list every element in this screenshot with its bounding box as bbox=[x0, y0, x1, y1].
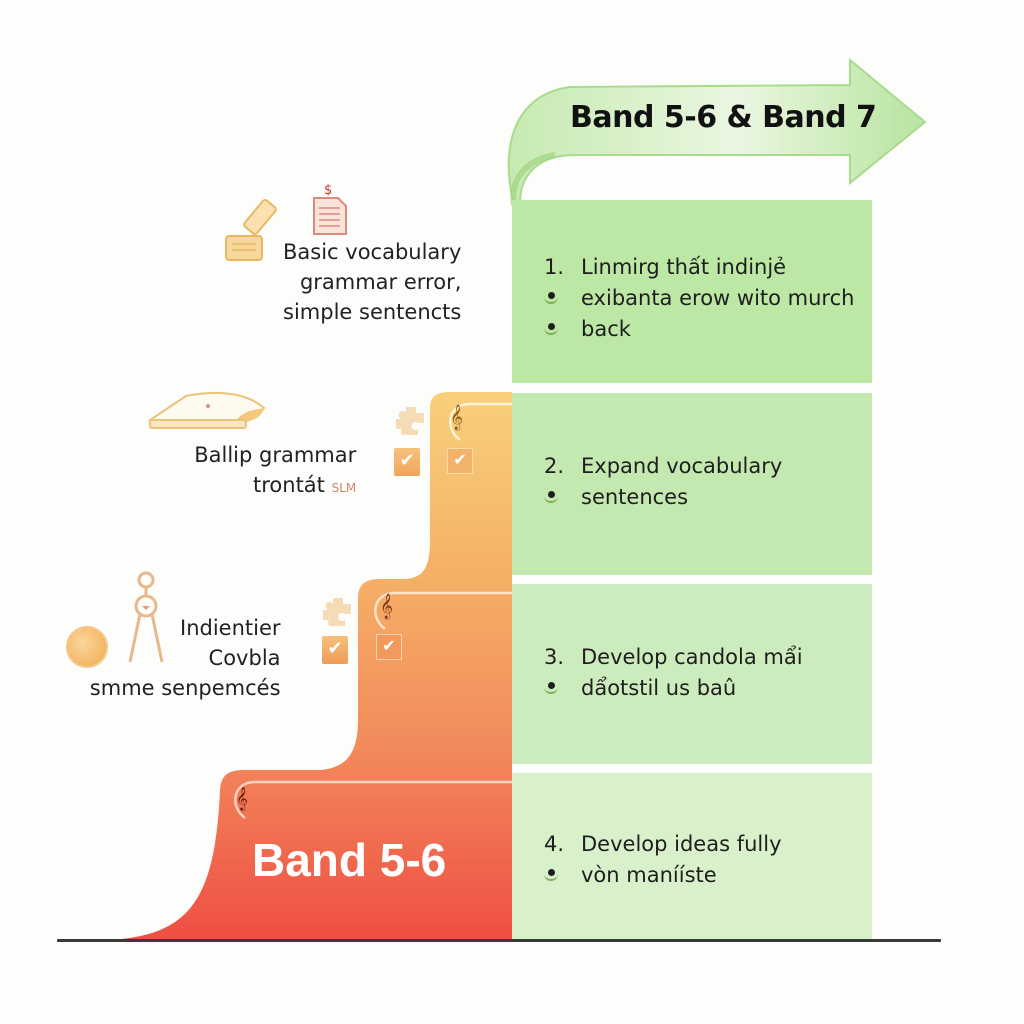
bullet-icon bbox=[544, 866, 581, 886]
svg-text:$: $ bbox=[324, 183, 332, 198]
left-label-2-tag: SLM bbox=[331, 481, 357, 495]
checkbox-icon: ✔ bbox=[376, 634, 402, 660]
header-arrow bbox=[507, 57, 927, 207]
step-number: 2. bbox=[544, 454, 565, 478]
left-label-2: Ballip grammar trontát SLM bbox=[185, 440, 356, 503]
bullet-icon bbox=[544, 488, 581, 508]
left-label-2-line: Ballip grammar bbox=[194, 443, 357, 467]
step-title: Expand vocabulary bbox=[581, 454, 783, 478]
bullet-icon bbox=[544, 289, 581, 309]
base-band-label: Band 5-6 bbox=[252, 834, 447, 886]
step-title: Develop candola mẩi bbox=[581, 645, 803, 669]
document-icon: $ bbox=[310, 182, 350, 238]
left-label-1: Basic vocabulary grammar error, simple s… bbox=[268, 237, 461, 327]
step-number: 4. bbox=[544, 832, 565, 856]
step-bullet: sentences bbox=[581, 485, 689, 509]
left-label-1-line: Basic vocabulary bbox=[283, 240, 462, 264]
pen-on-book-icon bbox=[222, 196, 282, 266]
step-bullet: back bbox=[581, 317, 631, 341]
left-label-2-line: trontát bbox=[253, 473, 325, 497]
left-label-3-line: smme senpemcés bbox=[89, 676, 281, 700]
step-bullet: exibanta erow wito murch bbox=[581, 286, 855, 310]
step-bullet: vòn manííste bbox=[581, 863, 717, 887]
coin-icon bbox=[66, 626, 108, 668]
baseline-divider bbox=[57, 939, 941, 942]
step-bullet: dẩotstil us baû bbox=[581, 676, 737, 700]
bullet-icon bbox=[544, 679, 581, 699]
step-panel-2: 2. Expand vocabulary sentences bbox=[512, 393, 872, 575]
header-arrow-title: Band 5-6 & Band 7 bbox=[570, 100, 877, 135]
left-label-3-line: Covbla bbox=[208, 646, 281, 670]
step-number: 3. bbox=[544, 645, 565, 669]
step-number: 1. bbox=[544, 255, 565, 279]
puzzle-icon bbox=[396, 405, 426, 436]
checkbox-icon: ✔ bbox=[394, 448, 420, 476]
step-panel-4: 4. Develop ideas fully vòn manííste bbox=[512, 773, 872, 941]
step-panel-1: 1. Linmirg thất indinjẻ exibanta erow wit… bbox=[512, 200, 872, 383]
checkbox-icon: ✔ bbox=[447, 448, 473, 474]
left-label-1-line: grammar error, bbox=[299, 270, 462, 294]
swirl-icon: 𝄞 bbox=[450, 405, 464, 430]
step-panel-3: 3. Develop candola mẩi dẩotstil us baû bbox=[512, 584, 872, 764]
puzzle-icon bbox=[323, 596, 353, 627]
left-label-3: Indientier Covbla smme senpemcés bbox=[88, 613, 281, 703]
book-icon bbox=[146, 386, 270, 432]
left-label-3-line: Indientier bbox=[180, 616, 281, 640]
figure-icon bbox=[124, 570, 168, 666]
checkbox-icon: ✔ bbox=[322, 636, 348, 664]
bullet-icon bbox=[544, 320, 581, 340]
swirl-icon: 𝄞 bbox=[236, 786, 248, 810]
swirl-icon: 𝄞 bbox=[380, 594, 394, 619]
step-title: Develop ideas fully bbox=[581, 832, 782, 856]
left-label-1-line: simple sentencts bbox=[283, 300, 462, 324]
step-title: Linmirg thất indinjẻ bbox=[581, 255, 787, 279]
